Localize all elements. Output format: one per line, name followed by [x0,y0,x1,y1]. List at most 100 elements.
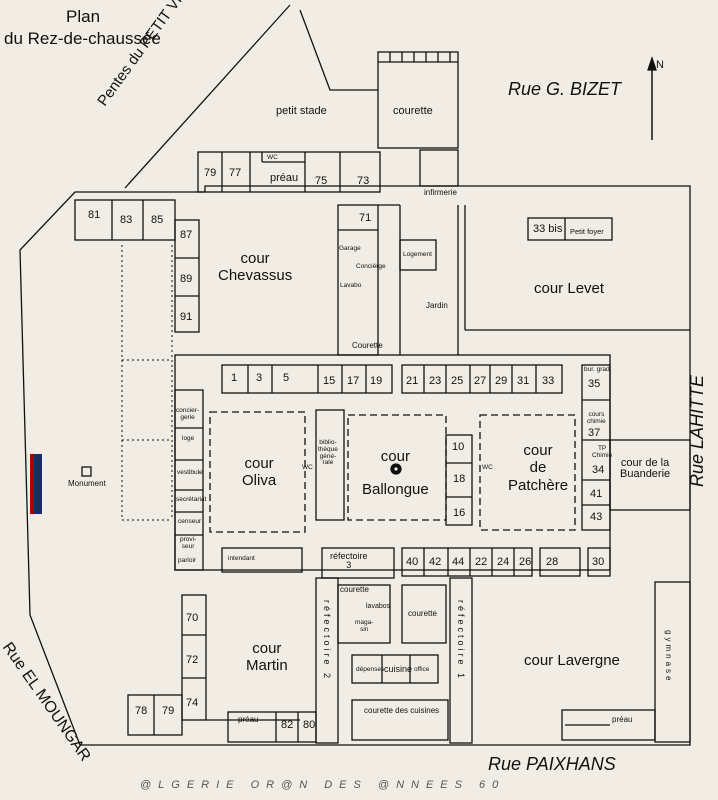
room-24: 24 [497,556,510,568]
room-74: 74 [186,697,199,709]
cour-patchere-outline [479,414,576,531]
room-27: 27 [474,375,487,387]
cour-chevassus: cour Chevassus [218,250,293,285]
area-concierge-top: Conciérge [356,263,386,270]
room-72: 72 [186,654,199,666]
room-19: 19 [370,375,383,387]
room-10: 10 [452,441,465,453]
area-courette-cuisines: courette des cuisines [364,706,440,715]
compass-label: N [656,59,664,71]
room-79-bottom: 79 [162,705,175,717]
room-3: 3 [256,372,263,384]
area-preau-bottom: préau [238,715,259,724]
area-monument: Monument [68,479,106,488]
area-office: office [414,666,430,673]
cour-ballongue: cour Ballongue [362,448,429,498]
watermark: @LGERIE OR@N DES @NNEES 60 [140,779,506,791]
cour-levet: cour Levet [534,280,605,297]
area-refectoire1: réfectoire 1 [456,600,466,682]
area-courette-a: courette [340,585,369,594]
area-lavabo: Lavabo [340,282,362,289]
cour-lavergne: cour Lavergne [524,652,620,669]
room-40: 40 [406,556,419,568]
area-infirmerie: infirmerie [424,188,457,197]
area-lavabos: lavabos [366,603,391,610]
room-83: 83 [120,214,133,226]
area-depenses: dépenses [356,666,385,673]
room-91: 91 [180,311,193,323]
cour-patchere: cour de Patchère [508,442,569,494]
area-magasin: maga- sin [355,619,374,633]
area-courette-b: courette [408,609,437,618]
room-71: 71 [359,212,372,224]
room-44: 44 [452,556,465,568]
infirmerie-block [419,149,459,187]
area-censeur: censeur [178,518,202,525]
street-lahitte: Rue LAHITTE [687,375,707,488]
room-77: 77 [229,167,242,179]
room-16: 16 [453,507,466,519]
courette-top-box [377,51,459,149]
area-bureau-grad: bur. grad. [584,366,612,373]
area-wc-top: WC [267,154,278,161]
room-89: 89 [180,273,193,285]
area-preau-top: préau [270,172,299,184]
room-15: 15 [323,375,336,387]
area-cours-chimie: cours chimie [587,411,606,425]
area-loge: loge [182,435,195,442]
area-tp-chimie: TP Chimie [592,445,613,459]
area-33bis: 33 bis [533,223,563,235]
room-37: 37 [588,427,601,439]
area-courette-top: courette [393,105,433,117]
area-vestibule: vestibule [177,469,203,476]
area-proviseur: provi- seur [180,536,197,550]
room-26: 26 [519,556,532,568]
monument-marker [81,466,92,477]
top-wedge [299,9,378,91]
room-18: 18 [453,473,466,485]
plan-title-line1: Plan [66,7,101,26]
room-81: 81 [88,209,101,221]
room-87: 87 [180,229,193,241]
area-secretariat: secrétariat [176,496,207,503]
plan-title-line2: du Rez-de-chaussée [4,29,161,48]
area-logement: Logement [403,251,432,258]
area-conciergerie: concier- gerie [176,407,200,421]
room-82: 82 [281,719,294,731]
area-gymnase: gymnase [664,630,673,684]
area-bibliotheque: biblio- thèque géné- rale [318,439,338,467]
area-petit-stade: petit stade [276,105,327,117]
room-75: 75 [315,175,328,187]
cour-buanderie: cour de la Buanderie [620,457,671,480]
room-41: 41 [590,488,603,500]
room-33: 33 [542,375,555,387]
cour-ballongue-outline [347,414,447,521]
room-28: 28 [546,556,559,568]
room-73: 73 [357,175,370,187]
room-21: 21 [406,375,419,387]
room-29: 29 [495,375,508,387]
room-30: 30 [592,556,605,568]
room-1: 1 [231,372,238,384]
room-5: 5 [283,372,290,384]
area-preau-right: préau [612,715,633,724]
room-43: 43 [590,511,603,523]
room-42: 42 [429,556,442,568]
area-parloir: parloir [178,557,197,564]
area-jardin: Jardin [426,301,448,310]
area-petit-foyer: Petit foyer [570,227,604,236]
area-intendant: intendant [228,555,255,562]
area-refectoire2: réfectoire 2 [322,600,332,682]
room-22: 22 [475,556,488,568]
cour-oliva-outline [209,411,306,533]
street-bizet: Rue G. BIZET [508,79,622,99]
street-paixhans: Rue PAIXHANS [488,754,616,774]
room-35: 35 [588,378,601,390]
area-courette-mid: Courette [352,341,383,350]
area-wc-ballongue: WC [302,464,313,471]
petit-vichy-wall [124,4,291,189]
room-34: 34 [592,464,605,476]
room-80: 80 [303,719,316,731]
area-cuisine: cuisine [384,664,413,674]
